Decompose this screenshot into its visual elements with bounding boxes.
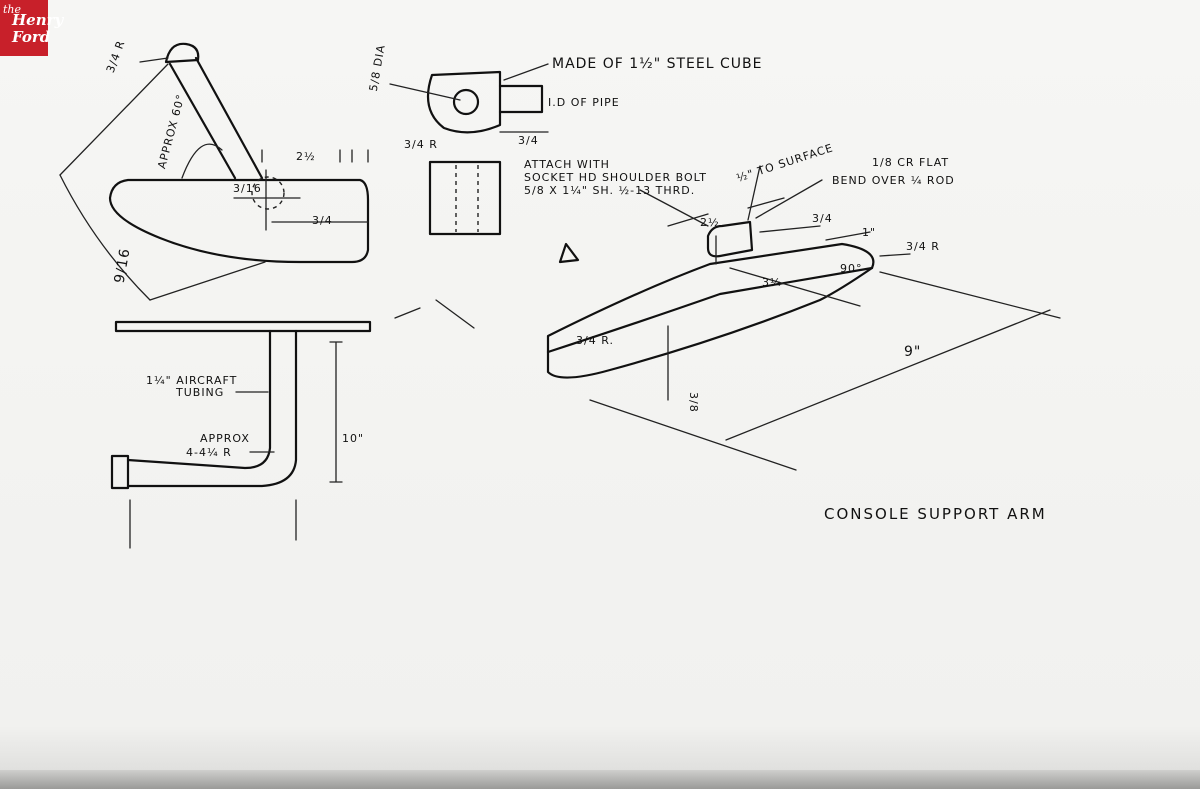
label-attach-line3: 5/8 X 1¼" SH. ½-13 THRD. xyxy=(524,184,695,197)
label-iso-2-half: 2½ xyxy=(700,216,720,229)
label-id-pipe: I.D OF PIPE xyxy=(548,96,620,109)
dim-10-line xyxy=(329,341,343,483)
iso-flat-leader xyxy=(755,179,823,219)
label-iso-radius-front: 3/4 R. xyxy=(576,334,614,347)
label-dim-2-half: 2½ xyxy=(296,150,316,163)
iso-dim-3-quarter-len xyxy=(729,267,861,307)
label-cube-dim: 3/4 xyxy=(518,134,539,147)
extension-line-bottom xyxy=(149,261,266,301)
label-bend-line1: APPROX xyxy=(200,432,250,445)
base-ticks xyxy=(129,499,297,549)
technical-sketch: 3/4 R APPROX 60° 2½ 3/4 3/16 9/16 1¼" AI… xyxy=(59,38,1061,549)
iso-arm-edge xyxy=(546,266,874,354)
label-dim-3-quarter-left: 3/4 xyxy=(312,214,333,227)
cube-bore xyxy=(452,88,480,116)
label-flat-line2: BEND OVER ¼ ROD xyxy=(832,174,955,187)
label-iso-3-quarter-len: 3¼ xyxy=(762,276,782,289)
pipe-socket xyxy=(498,84,544,114)
iso-dim-3-4 xyxy=(759,225,821,233)
iso-extension-line xyxy=(879,271,1061,319)
iso-dim-9-line xyxy=(725,309,1051,441)
iso-radius-leader xyxy=(879,253,911,257)
henry-ford-logo: the Henry Ford xyxy=(0,0,63,56)
label-iso-9: 9" xyxy=(904,344,921,360)
dia-leader xyxy=(389,83,461,101)
extension-line-top xyxy=(59,63,169,176)
side-view: 1¼" AIRCRAFT TUBING APPROX 4-4¼ R 10" xyxy=(110,320,372,549)
cube-detail: 5/8 DIA 3/4 R MADE OF 1½" STEEL CUBE I.D… xyxy=(367,43,762,236)
tubing-outline xyxy=(126,329,298,488)
stray-marks xyxy=(394,299,475,329)
post-round-end xyxy=(164,42,200,64)
isometric-view: ATTACH WITH SOCKET HD SHOULDER BOLT 5/8 … xyxy=(524,141,1061,471)
iso-base-line xyxy=(589,399,797,471)
label-iso-1: 1" xyxy=(862,226,876,239)
label-dia: 5/8 DIA xyxy=(367,43,388,92)
tube-end-cap xyxy=(110,454,130,490)
dim-ticks xyxy=(261,149,369,163)
hole-centerlines xyxy=(233,169,301,231)
arm-plate-side xyxy=(114,320,372,333)
angle-arc xyxy=(181,143,223,179)
cube-leader xyxy=(503,63,549,81)
label-approx-angle: APPROX 60° xyxy=(155,92,187,170)
label-tubing-line1: 1¼" AIRCRAFT xyxy=(146,374,237,387)
cube-top-view xyxy=(426,70,502,134)
iso-dim-2-half xyxy=(667,197,785,227)
iso-surface-leader xyxy=(747,165,761,221)
label-surface: ½" TO SURFACE xyxy=(735,141,835,185)
cube-side-view xyxy=(428,160,502,236)
label-iso-3-quarter: 3/4 xyxy=(812,212,833,225)
logo-henry: Henry xyxy=(12,11,64,29)
iso-bracket xyxy=(706,220,754,258)
label-attach-line1: ATTACH WITH xyxy=(524,158,610,171)
cube-hidden-lines xyxy=(455,165,479,232)
label-radius-top-left: 3/4 R xyxy=(104,38,128,74)
label-dim-3-16: 3/16 xyxy=(233,182,262,195)
label-iso-90: 90° xyxy=(840,262,863,275)
label-iso-radius: 3/4 R xyxy=(906,240,940,253)
plan-view: 3/4 R APPROX 60° 2½ 3/4 3/16 9/16 xyxy=(59,38,370,301)
label-flat-line1: 1/8 CR FLAT xyxy=(872,156,949,169)
radius-leader xyxy=(139,57,169,63)
scan-edge-strip xyxy=(0,770,1200,789)
iso-arm-outline xyxy=(546,242,875,379)
label-dim-10: 10" xyxy=(342,432,364,445)
iso-attach-leader xyxy=(639,189,709,227)
iso-dim-1 xyxy=(825,231,871,241)
label-bend-line2: 4-4¼ R xyxy=(186,446,232,459)
paddle-outline xyxy=(108,178,370,264)
mount-hole xyxy=(251,176,285,210)
label-dim-9-16: 9/16 xyxy=(112,247,134,285)
label-attach-line2: SOCKET HD SHOULDER BOLT xyxy=(524,171,707,184)
pointer-arrow xyxy=(558,242,580,264)
label-radius-cube: 3/4 R xyxy=(404,138,438,151)
label-tubing-line2: TUBING xyxy=(175,386,224,399)
label-iso-3-8: 3/8 xyxy=(687,392,700,413)
angled-post xyxy=(168,56,264,180)
logo-the: the xyxy=(3,3,22,16)
label-steel-cube: MADE OF 1½" STEEL CUBE xyxy=(552,56,762,72)
drawing-title: CONSOLE SUPPORT ARM xyxy=(824,505,1047,523)
arc-dim-9-16 xyxy=(59,174,151,301)
logo-ford: Ford xyxy=(12,28,51,46)
